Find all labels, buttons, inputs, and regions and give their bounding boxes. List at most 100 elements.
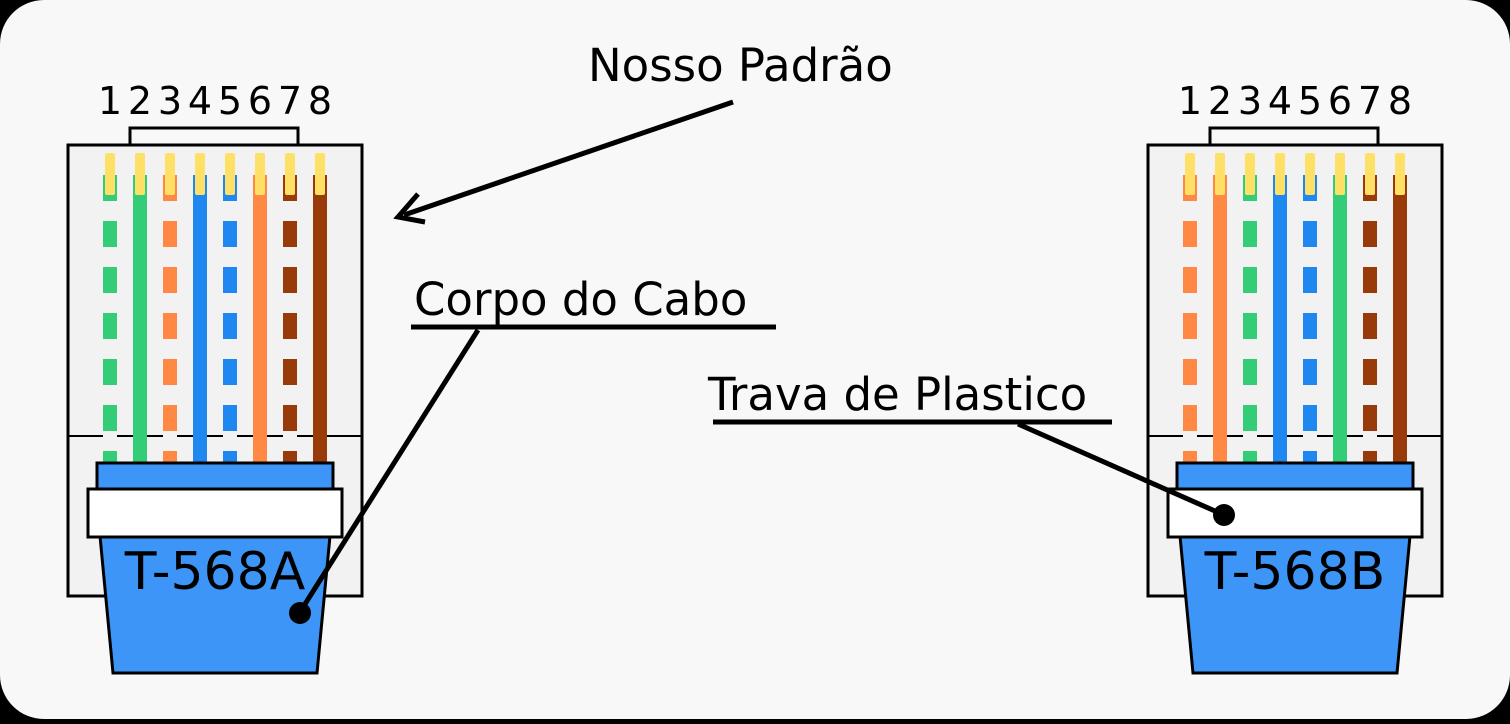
pin-contact: [195, 153, 205, 195]
wire-stripe: [283, 359, 297, 385]
wire-stripe: [1183, 267, 1197, 293]
wire-7-brown-white: [283, 153, 297, 465]
annotation-nosso-padrao-text: Nosso Padrão: [588, 39, 893, 92]
wire-stripe: [163, 221, 177, 247]
pin-contact: [1185, 153, 1195, 195]
plastic-lock: [86, 487, 344, 539]
pin-number-label: 4: [188, 79, 212, 123]
wire-stripe: [1303, 359, 1317, 385]
wire-stripe: [163, 267, 177, 293]
wire-solid: [313, 175, 327, 465]
cable-jacket-top: [95, 461, 335, 493]
wire-1-green-white: [103, 153, 117, 465]
wire-4-blue: [193, 153, 207, 465]
wire-5-blue-white: [223, 153, 237, 465]
trava-de-plastico-leader-line: [1016, 421, 1226, 518]
wire-stripe: [1363, 267, 1377, 293]
wire-stripe: [163, 405, 177, 431]
wire-solid: [1333, 175, 1347, 465]
wire-1-orange-white: [1183, 153, 1197, 465]
pin-contact: [1395, 153, 1405, 195]
trava-de-plastico-dot: [1213, 504, 1235, 526]
wire-stripe: [223, 267, 237, 293]
corpo-do-cabo-leader-line: [297, 328, 481, 614]
pin-number-label: 8: [308, 79, 332, 123]
wire-8-brown: [1393, 153, 1407, 465]
pin-contact: [255, 153, 265, 195]
pin-contact: [315, 153, 325, 195]
wire-stripe: [223, 405, 237, 431]
wire-solid: [1213, 175, 1227, 465]
corpo-do-cabo-dot: [289, 602, 311, 624]
wire-stripe: [223, 313, 237, 339]
wire-stripe: [163, 313, 177, 339]
wire-stripe: [1303, 313, 1317, 339]
pin-contact: [1335, 153, 1345, 195]
pin-contact: [1275, 153, 1285, 195]
wire-2-orange: [1213, 153, 1227, 465]
wire-3-green-white: [1243, 153, 1257, 465]
plastic-lock: [1166, 487, 1424, 539]
pin-contact: [1215, 153, 1225, 195]
wire-stripe: [223, 221, 237, 247]
wire-stripe: [283, 267, 297, 293]
wire-stripe: [1303, 405, 1317, 431]
wire-stripe: [103, 221, 117, 247]
wire-stripe: [103, 267, 117, 293]
pin-number-label: 5: [218, 79, 242, 123]
wire-stripe: [1243, 359, 1257, 385]
wire-4-blue: [1273, 153, 1287, 465]
pin-number-label: 6: [1328, 79, 1352, 123]
wire-stripe: [1183, 405, 1197, 431]
connector-top-tab: [128, 126, 300, 147]
pin-contact: [165, 153, 175, 195]
wire-stripe: [283, 405, 297, 431]
pin-contact: [1245, 153, 1255, 195]
wire-stripe: [103, 405, 117, 431]
wire-solid: [133, 175, 147, 465]
wire-stripe: [163, 359, 177, 385]
pin-contact: [1365, 153, 1375, 195]
wire-6-green: [1333, 153, 1347, 465]
wire-stripe: [1243, 267, 1257, 293]
pin-number-label: 2: [1208, 79, 1232, 123]
wire-3-orange-white: [163, 153, 177, 465]
pin-number-label: 8: [1388, 79, 1412, 123]
connector-top-tab: [1208, 126, 1380, 147]
wire-stripe: [1363, 359, 1377, 385]
annotation-corpo-do-cabo: Corpo do Cabo: [289, 273, 776, 624]
annotation-trava-de-plastico-text: Trava de Plastico: [707, 368, 1087, 421]
wire-stripe: [1363, 405, 1377, 431]
wire-stripe: [1363, 313, 1377, 339]
cable-jacket-top: [1175, 461, 1415, 493]
pin-number-label: 1: [98, 79, 122, 123]
pin-contact: [135, 153, 145, 195]
nosso-padrao-arrow-line: [403, 99, 734, 218]
wire-stripe: [1183, 359, 1197, 385]
wire-stripe: [103, 359, 117, 385]
wire-stripe: [223, 359, 237, 385]
pin-number-label: 7: [1358, 79, 1382, 123]
pin-contact: [225, 153, 235, 195]
wire-8-brown: [313, 153, 327, 465]
wire-stripe: [283, 313, 297, 339]
wire-6-orange: [253, 153, 267, 465]
wire-7-brown-white: [1363, 153, 1377, 465]
pin-contact: [285, 153, 295, 195]
pin-number-label: 3: [158, 79, 182, 123]
pin-number-label: 3: [1238, 79, 1262, 123]
wire-stripe: [1243, 313, 1257, 339]
wire-solid: [193, 175, 207, 465]
annotation-corpo-do-cabo-text: Corpo do Cabo: [414, 273, 747, 326]
wire-stripe: [1243, 405, 1257, 431]
pin-number-label: 1: [1178, 79, 1202, 123]
wire-5-blue-white: [1303, 153, 1317, 465]
wire-stripe: [103, 313, 117, 339]
wire-stripe: [283, 221, 297, 247]
wire-stripe: [1183, 221, 1197, 247]
wire-solid: [1393, 175, 1407, 465]
